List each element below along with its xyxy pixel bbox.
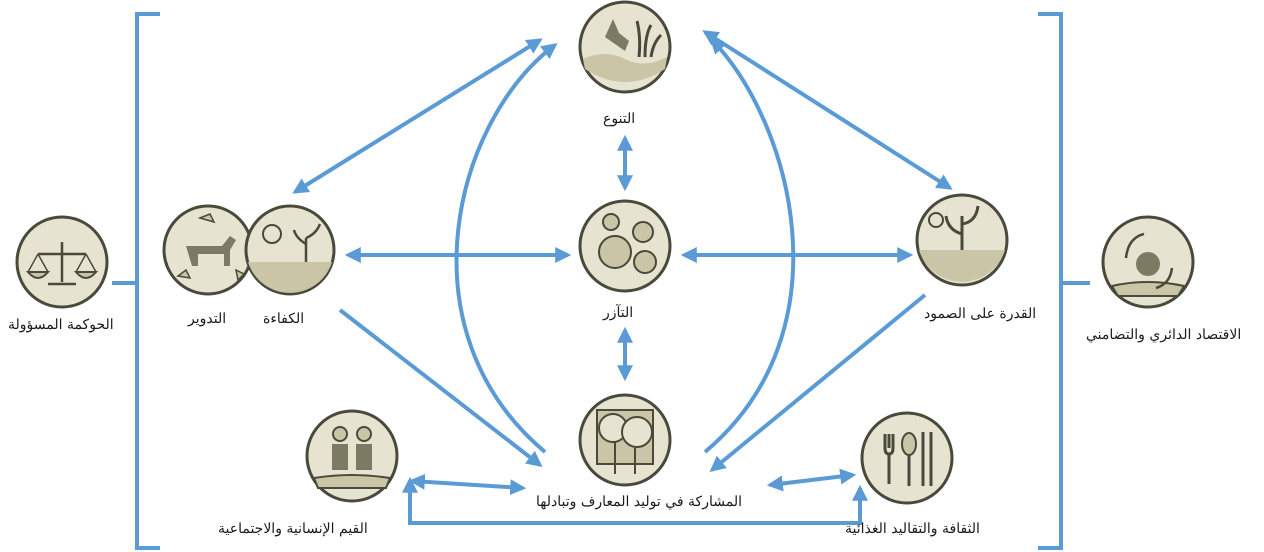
recycling-icon — [162, 204, 254, 296]
right-bracket — [1038, 12, 1063, 550]
label-recycling: التدوير — [188, 311, 227, 327]
label-governance: الحوكمة المسؤولة — [8, 317, 114, 333]
human-values-icon — [305, 409, 399, 503]
label-cocreation: المشاركة في توليد المعارف وتبادلها — [536, 494, 742, 510]
label-efficiency: الكفاءة — [263, 311, 305, 327]
arrow-resilience-cocreation — [709, 293, 927, 473]
governance-icon — [15, 215, 109, 309]
left-bracket — [135, 12, 160, 550]
arrow-cocreation-values — [408, 473, 527, 496]
label-diversity: التنوع — [603, 111, 636, 127]
label-synergy: التآزر — [603, 305, 634, 321]
bottom-loop-left — [420, 484, 868, 525]
arrow-culture-cocreation — [766, 468, 857, 492]
diversity-icon — [578, 0, 672, 94]
synergy-icon — [578, 199, 672, 293]
label-circular-economy: الاقتصاد الدائري والتضامني — [1086, 327, 1242, 343]
arrow-diversity-recycling — [292, 38, 543, 194]
resilience-icon — [915, 193, 1009, 287]
arrow-diversity-resilience — [702, 30, 953, 190]
circular-economy-icon — [1101, 215, 1195, 309]
arc-cocreation-to-diversity-right — [703, 37, 796, 454]
arc-cocreation-to-diversity-left — [454, 43, 558, 454]
arrow-efficiency-cocreation — [338, 308, 543, 467]
label-culture: الثقافة والتقاليد الغذائية — [845, 521, 980, 537]
cocreation-icon — [578, 393, 672, 487]
culture-icon — [860, 411, 954, 505]
label-human-values: القيم الإنسانية والاجتماعية — [218, 521, 368, 537]
label-resilience: القدرة على الصمود — [924, 306, 1037, 322]
efficiency-icon — [244, 204, 336, 296]
